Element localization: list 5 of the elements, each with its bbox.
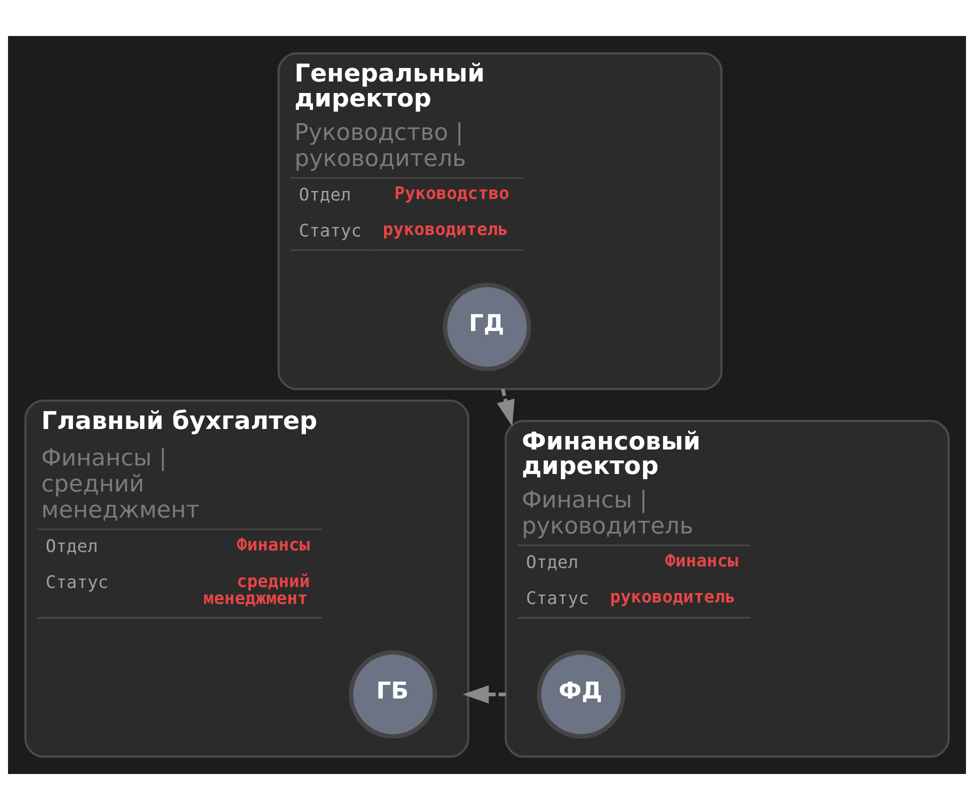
node-circle: ГД [442,282,532,370]
node-circle: ГБ [348,650,438,738]
arrow [496,388,515,426]
arrow [462,684,506,704]
node-circle: ФД [536,650,626,738]
